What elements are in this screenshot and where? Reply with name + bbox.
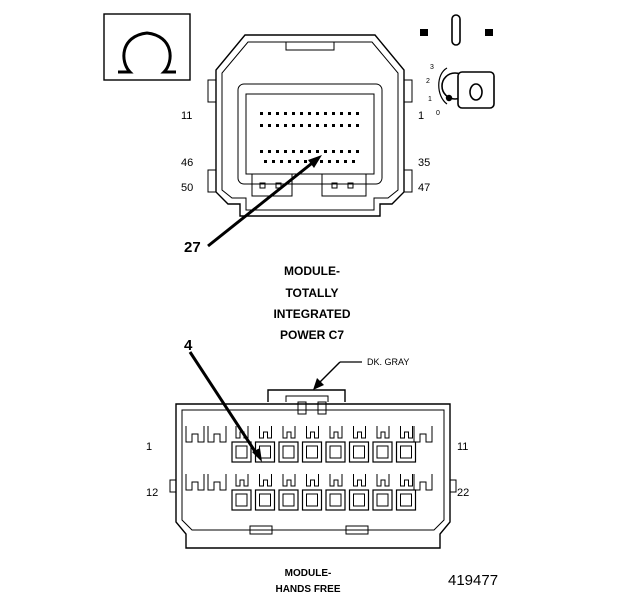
omega-symbol (103, 13, 191, 81)
hf-pin-label-1: 1 (146, 441, 152, 453)
c7-caption-line-1: MODULE- (284, 264, 340, 278)
cavity-bottom-6 (348, 474, 370, 511)
callout-4-label: 4 (184, 337, 193, 354)
c7-pin-label-11: 11 (181, 110, 192, 122)
hands-free-caption: MODULE- HANDS FREE (275, 568, 340, 595)
color-callout: DK. GRAY (313, 357, 409, 390)
c7-pin-row-1 (260, 112, 359, 115)
cavity-bottom-1 (231, 474, 252, 511)
c7-caption-line-2: TOTALLY (285, 286, 338, 300)
c7-pin-label-47: 47 (418, 182, 430, 194)
key-position-2: 2 (426, 78, 430, 85)
connector-c7: 11 46 50 1 35 47 (181, 34, 430, 217)
figure-number: 419477 (448, 572, 498, 589)
cavity-bottom-8 (395, 474, 417, 511)
cavity-top-8 (395, 426, 417, 463)
cavity-top-6 (348, 426, 370, 463)
cavity-top-7 (372, 426, 393, 463)
callout-27: 27 (184, 155, 322, 256)
c7-pin-label-46: 46 (181, 157, 193, 169)
color-label: DK. GRAY (367, 357, 409, 367)
hf-pin-label-12: 12 (146, 487, 158, 499)
c7-pin-grid (260, 112, 359, 163)
cavity-bottom-5 (325, 474, 346, 511)
cavity-bottom-3 (278, 474, 299, 511)
callout-4: 4 (184, 337, 262, 462)
key-position-3: 3 (430, 64, 434, 71)
c7-pin-label-50: 50 (181, 182, 193, 194)
cavity-bottom-2 (254, 474, 276, 511)
cavity-bottom-4 (301, 474, 323, 511)
c7-power-terminal-right (321, 173, 367, 197)
hands-free-cavity-grid (231, 426, 417, 511)
key-position-1: 1 (428, 96, 432, 103)
cavity-bottom-7 (372, 474, 393, 511)
hf-caption-line-2: HANDS FREE (275, 584, 340, 595)
c7-pin-label-1: 1 (418, 110, 424, 122)
callout-27-label: 27 (184, 239, 201, 256)
key-position-0: 0 (436, 110, 440, 117)
c7-pin-row-2 (260, 124, 359, 127)
hf-pin-label-22: 22 (457, 487, 469, 499)
omega-icon (118, 31, 176, 74)
c7-caption-line-4: POWER C7 (280, 328, 344, 342)
c7-caption-line-3: INTEGRATED (273, 307, 350, 321)
c7-pin-label-35: 35 (418, 157, 430, 169)
hf-caption-line-1: MODULE- (285, 568, 332, 579)
connector-hands-free: 1 12 11 22 (146, 389, 469, 549)
cavity-top-5 (325, 426, 346, 463)
c7-caption: MODULE- TOTALLY INTEGRATED POWER C7 (273, 264, 350, 342)
ignition-key-icon: 3 2 1 0 (420, 14, 495, 117)
cavity-top-4 (301, 426, 323, 463)
c7-pin-row-3 (260, 150, 359, 153)
cavity-top-3 (278, 426, 299, 463)
hf-pin-label-11: 11 (457, 441, 468, 453)
